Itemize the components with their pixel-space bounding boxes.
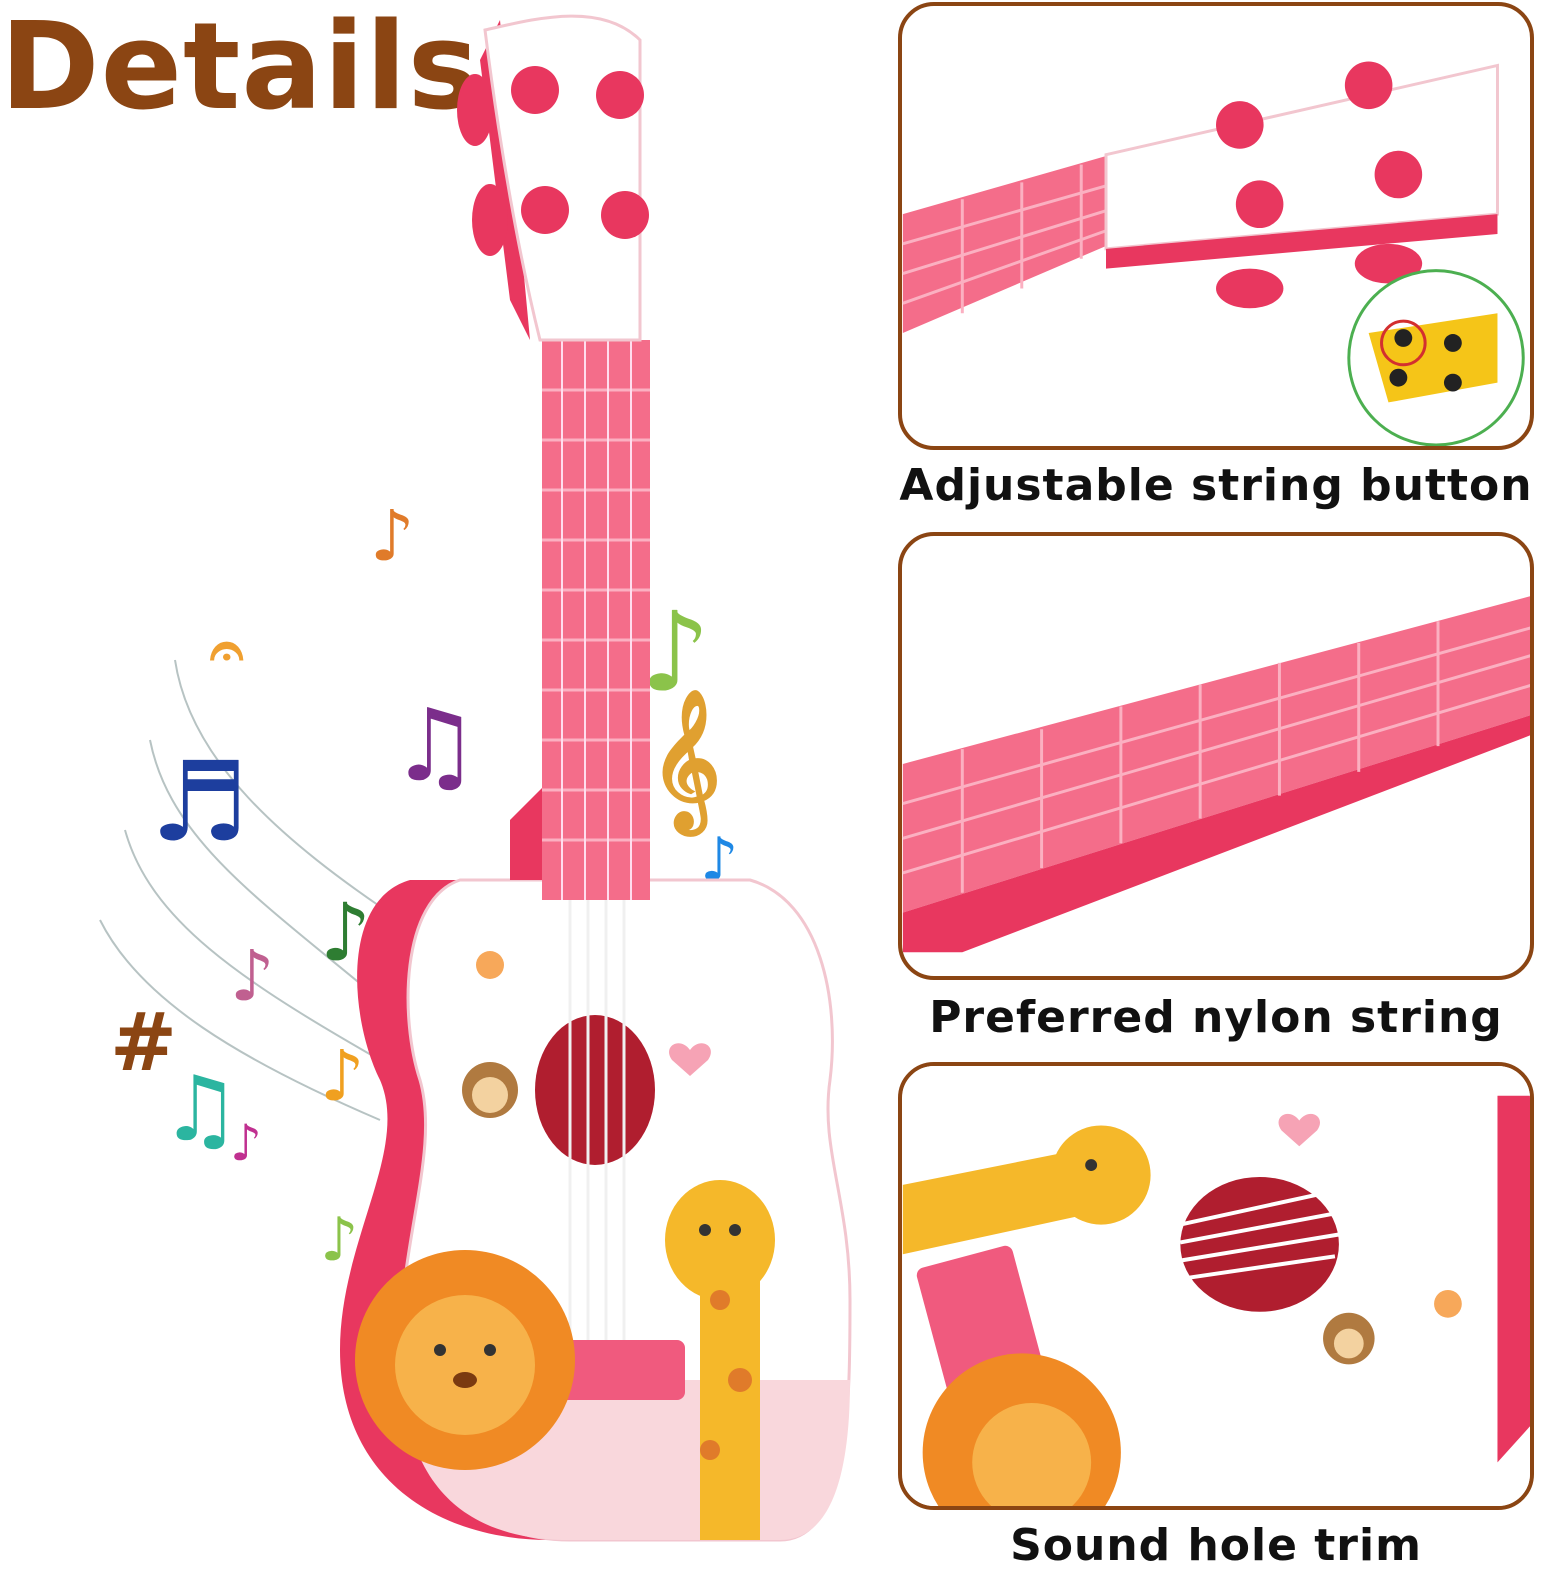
sound-hole-closeup bbox=[902, 1066, 1530, 1506]
svg-text:#: # bbox=[110, 996, 177, 1089]
fretboard bbox=[542, 340, 650, 900]
lion-icon bbox=[355, 1250, 575, 1470]
svg-text:♫: ♫ bbox=[160, 1057, 241, 1162]
lion-icon bbox=[922, 1353, 1121, 1506]
svg-text:♪: ♪ bbox=[320, 1035, 365, 1117]
ukulele-illustration: ♪ 𝄐 ♫ ♬ ♪ 𝄞 ♪ ♪ ♪ # ♫ ♪ ♪ 𝄞 ♪ bbox=[99, 14, 854, 1542]
headstock-side bbox=[480, 20, 530, 340]
panel-tuning-pegs bbox=[898, 2, 1534, 450]
tuning-pegs-closeup bbox=[902, 61, 1525, 446]
headstock bbox=[483, 14, 642, 342]
heart-icon bbox=[1278, 1113, 1321, 1147]
svg-text:♪: ♪ bbox=[230, 1114, 262, 1172]
svg-text:♪: ♪ bbox=[640, 588, 710, 716]
svg-text:♬: ♬ bbox=[150, 738, 249, 866]
ukulele-neck-side bbox=[510, 780, 550, 880]
heart-icon bbox=[669, 1043, 711, 1076]
svg-text:♪: ♪ bbox=[370, 495, 415, 577]
caption-adjustable-string: Adjustable string button bbox=[899, 460, 1533, 511]
tuning-pegs-icon bbox=[457, 66, 649, 256]
svg-text:♫: ♫ bbox=[390, 687, 480, 804]
flower-icon bbox=[476, 951, 504, 979]
fretboard-closeup bbox=[902, 596, 1530, 953]
flower-icon bbox=[1434, 1289, 1462, 1318]
monkey-icon bbox=[1323, 1312, 1375, 1365]
page-title: Details: bbox=[0, 0, 530, 137]
svg-text:𝄞: 𝄞 bbox=[650, 690, 721, 837]
caption-nylon-string: Preferred nylon string bbox=[929, 992, 1503, 1043]
svg-text:♪: ♪ bbox=[230, 935, 275, 1017]
music-wave-lines bbox=[99, 659, 401, 1121]
svg-text:𝄐: 𝄐 bbox=[210, 615, 244, 685]
svg-text:♪: ♪ bbox=[320, 1205, 358, 1275]
panel-fretboard bbox=[898, 532, 1534, 980]
panel-sound-hole bbox=[898, 1062, 1534, 1510]
sound-hole bbox=[535, 1015, 655, 1165]
giraffe-icon bbox=[665, 1180, 775, 1540]
monkey-icon bbox=[462, 1062, 518, 1118]
caption-sound-hole: Sound hole trim bbox=[1010, 1520, 1422, 1571]
giraffe-icon bbox=[902, 1125, 1151, 1255]
